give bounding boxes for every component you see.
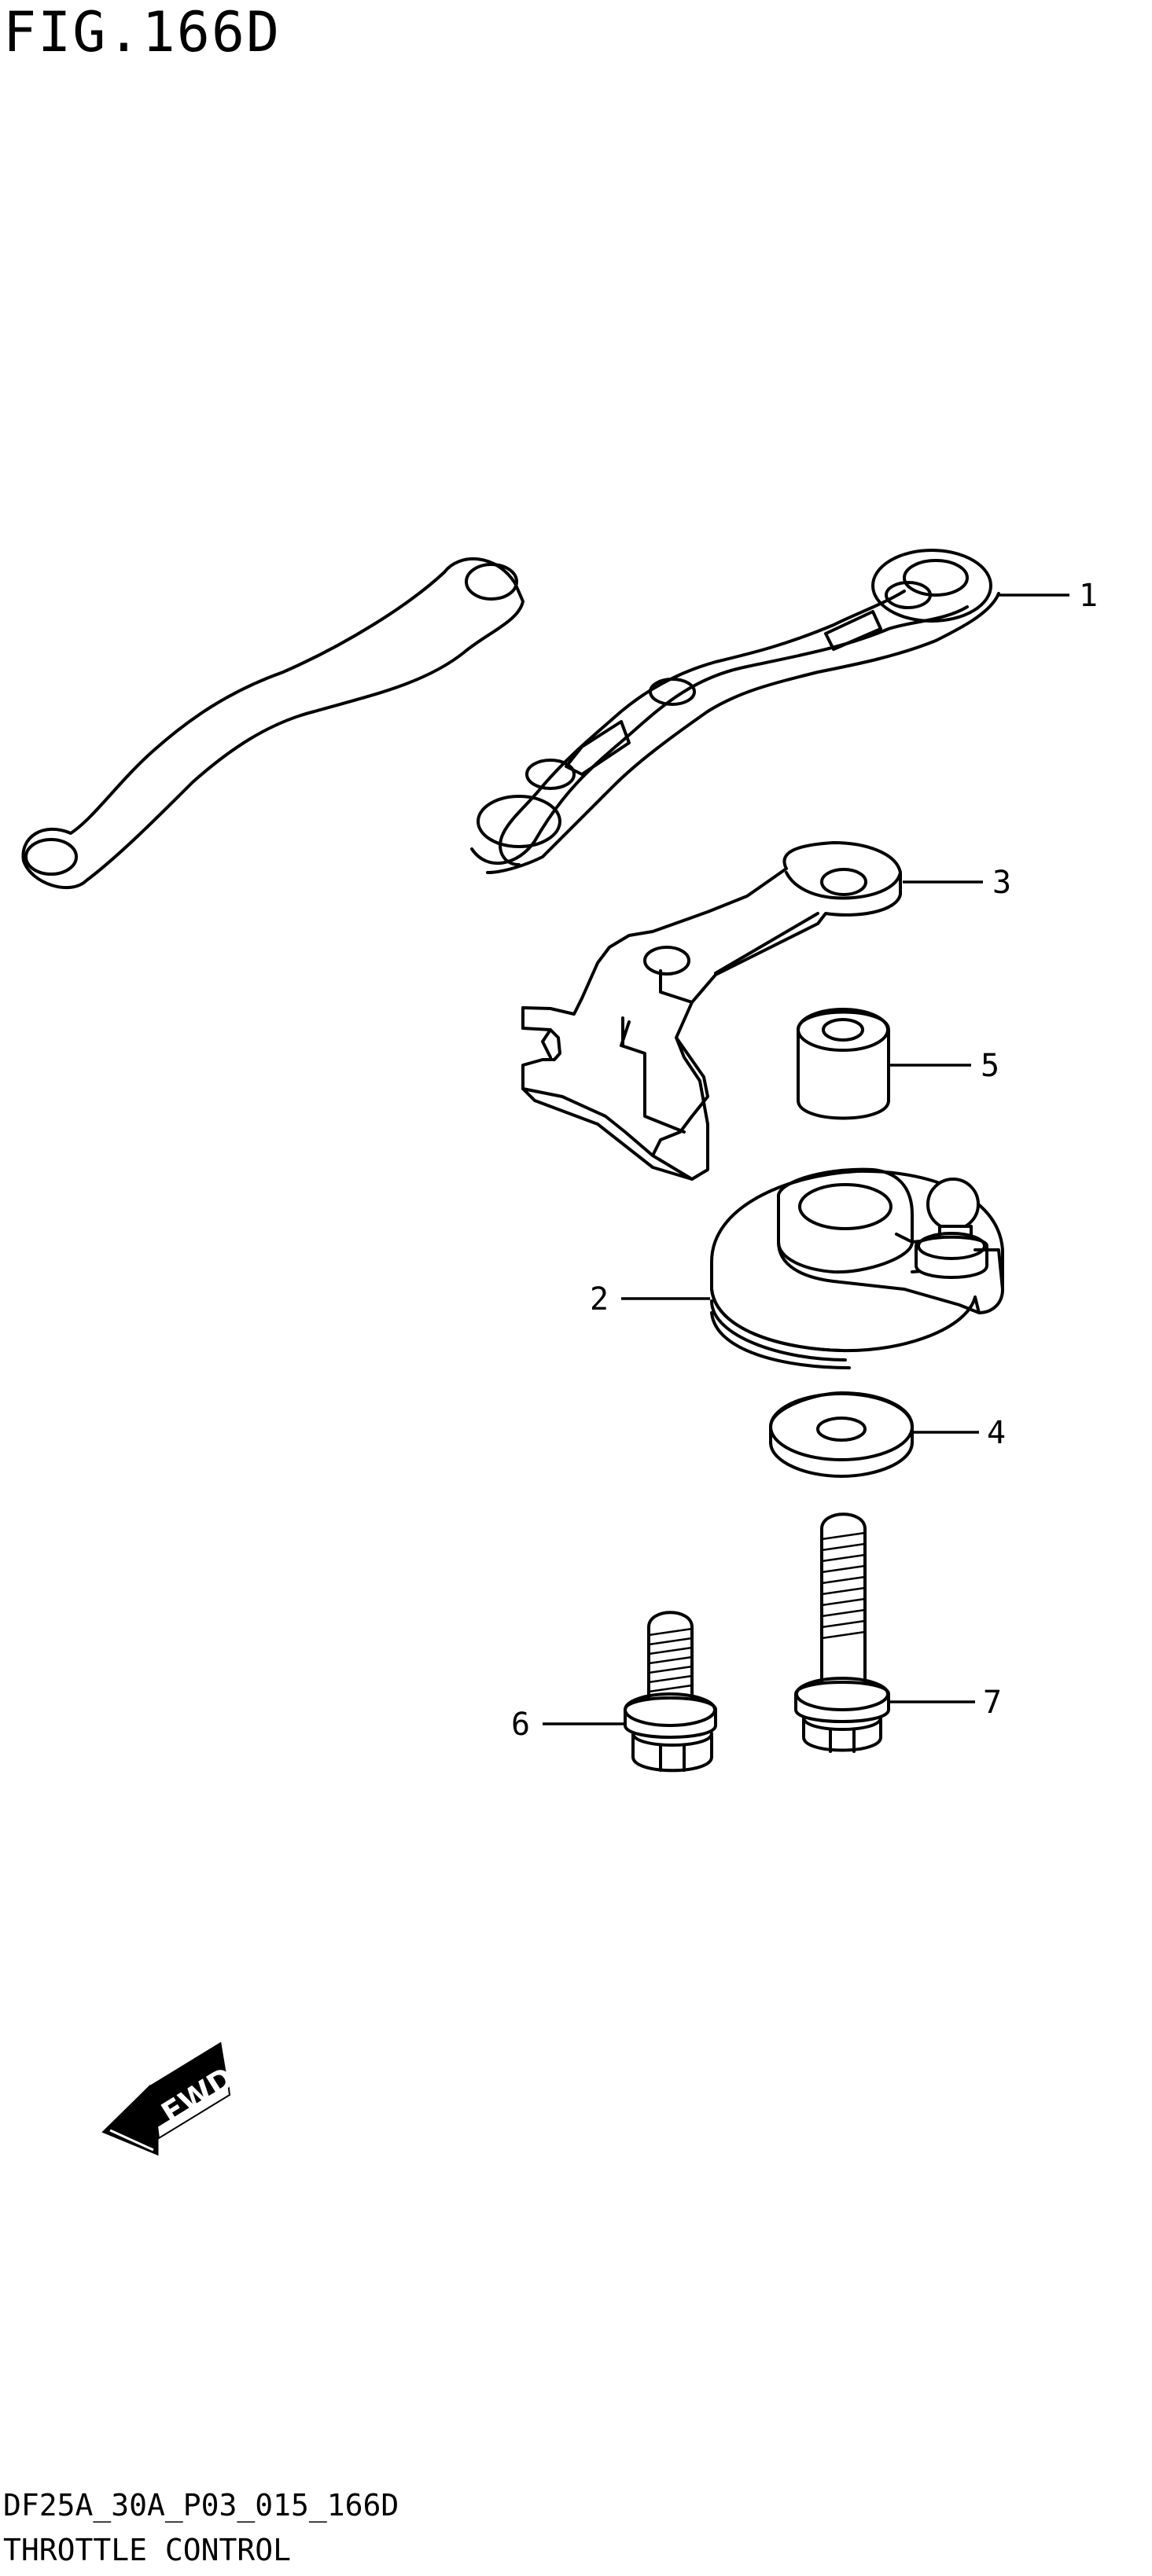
callout-5: 5 — [981, 1048, 999, 1084]
part-1-throttle-link — [21, 549, 1000, 889]
callout-4: 4 — [987, 1415, 1006, 1451]
part-2-throttle-drum — [710, 1167, 1004, 1369]
part-7-long-bolt — [794, 1512, 890, 1753]
diagram-name: THROTTLE CONTROL — [3, 2533, 292, 2567]
callout-1: 1 — [1079, 578, 1098, 614]
figure-title: FIG.166D — [3, 0, 282, 64]
fwd-arrow-icon: FWD — [101, 2041, 240, 2156]
callout-3: 3 — [992, 865, 1011, 901]
callout-6: 6 — [511, 1707, 530, 1743]
callout-7: 7 — [983, 1685, 1002, 1721]
callout-2: 2 — [590, 1281, 609, 1317]
part-5-collar — [797, 1008, 890, 1120]
diagram-code: DF25A_30A_P03_015_166D — [3, 2488, 399, 2523]
part-6-short-bolt — [624, 1611, 717, 1773]
part-4-washer — [769, 1391, 914, 1478]
part-3-lever-bracket — [521, 841, 902, 1181]
